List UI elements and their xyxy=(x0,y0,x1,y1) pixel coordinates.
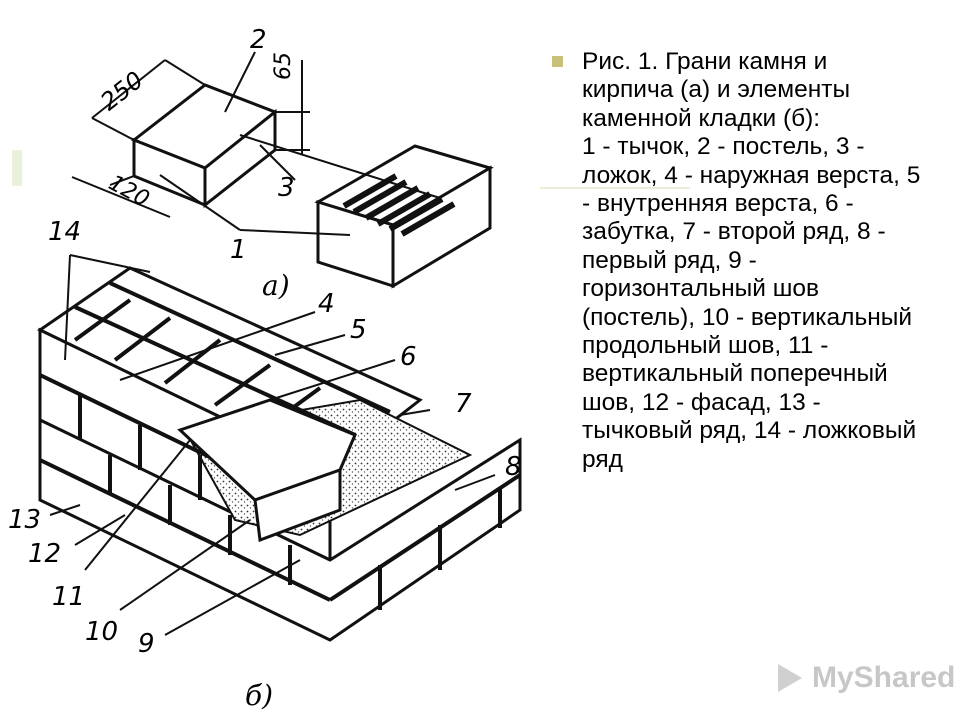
callout-2: 2 xyxy=(250,25,267,55)
callout-6: 6 xyxy=(400,342,417,372)
callout-8: 8 xyxy=(505,452,522,482)
dimension-lines xyxy=(71,59,310,218)
callout-10: 10 xyxy=(85,617,118,647)
brick-cut xyxy=(177,398,357,543)
bullet-marker xyxy=(552,56,563,67)
callout-7: 7 xyxy=(455,389,472,419)
panel-label-b: б) xyxy=(245,679,273,712)
callout-1: 1 xyxy=(230,235,247,265)
watermark: MyShared xyxy=(772,658,955,698)
dimension-height-label: 65 xyxy=(271,52,296,80)
brick-perforations xyxy=(342,173,456,237)
decorative-mark xyxy=(12,150,22,186)
decorative-line xyxy=(540,187,690,189)
panel-label-a: а) xyxy=(262,269,290,302)
callout-4: 4 xyxy=(318,289,335,319)
leader-lines-a xyxy=(159,51,441,236)
brick-top-left xyxy=(130,83,278,209)
play-triangle-icon xyxy=(778,664,802,692)
callout-3: 3 xyxy=(278,173,295,203)
brick-masonry-figure: 250 120 65 2 3 1 а) xyxy=(8,25,522,712)
caption-block: Рис. 1. Грани камня и кирпича (а) и элем… xyxy=(552,48,922,474)
callout-11: 11 xyxy=(52,582,85,612)
callout-14: 14 xyxy=(48,217,81,247)
callout-13: 13 xyxy=(8,505,41,535)
callout-9: 9 xyxy=(138,629,155,659)
figure-caption: Рис. 1. Грани камня и кирпича (а) и элем… xyxy=(582,48,921,473)
callout-12: 12 xyxy=(28,539,61,569)
leader-lines-b xyxy=(49,254,496,636)
callout-5: 5 xyxy=(350,315,367,345)
watermark-text: MyShared xyxy=(812,661,956,694)
